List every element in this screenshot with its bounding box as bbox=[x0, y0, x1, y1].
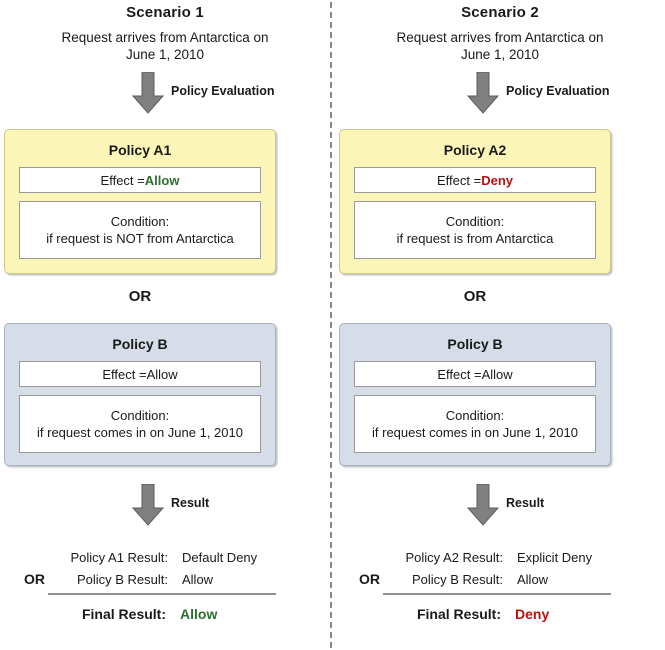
result-arrow-1: Result bbox=[131, 484, 209, 526]
policy-a1-effect-prefix: Effect = bbox=[100, 172, 145, 188]
policy-a1-condition-line2: if request is NOT from Antarctica bbox=[46, 231, 234, 246]
policy-b-effect-value-2: Allow bbox=[481, 366, 513, 382]
result-divider-2 bbox=[383, 593, 611, 595]
policy-a1-condition: Condition: if request is NOT from Antarc… bbox=[19, 201, 261, 259]
policy-a2-title: Policy A2 bbox=[443, 142, 507, 158]
policy-b-condition-line1-1: Condition: bbox=[110, 408, 170, 423]
policy-b-effect-prefix-1: Effect = bbox=[102, 366, 147, 382]
result-row2-label-1: Policy B Result: bbox=[76, 571, 168, 587]
scenario-1-title: Scenario 1 bbox=[126, 4, 204, 21]
policy-a1-effect-value: Allow bbox=[144, 172, 180, 188]
policy-evaluation-arrow-1: Policy Evaluation bbox=[131, 72, 275, 114]
result-row1-value-2: Explicit Deny bbox=[517, 549, 593, 565]
policy-a2-condition-line1: Condition: bbox=[445, 214, 505, 229]
or-operator-2: OR bbox=[463, 288, 487, 305]
policy-a1-effect: Effect = Allow bbox=[19, 167, 261, 193]
final-result-value-2: Deny bbox=[515, 606, 550, 622]
policy-a1-condition-line1: Condition: bbox=[110, 214, 170, 229]
policy-b-condition-line1-2: Condition: bbox=[445, 408, 505, 423]
result-row: OR Policy B Result: Allow bbox=[22, 568, 290, 590]
policy-a2-effect-prefix: Effect = bbox=[436, 172, 482, 188]
policy-a2-effect-value: Deny bbox=[481, 172, 513, 188]
policy-b-effect-2: Effect = Allow bbox=[354, 361, 596, 387]
final-result-label-2: Final Result: bbox=[416, 606, 501, 622]
result-summary-1: Policy A1 Result: Default Deny OR Policy… bbox=[22, 546, 290, 628]
result-row2-value-1: Allow bbox=[182, 571, 214, 587]
policy-b-box-1: Policy B Effect = Allow Condition: if re… bbox=[4, 323, 276, 466]
result-label-1: Result bbox=[171, 496, 210, 510]
result-row: Policy A1 Result: Default Deny bbox=[22, 546, 290, 568]
final-result-label-1: Final Result: bbox=[81, 606, 166, 622]
policy-b-condition-2: Condition: if request comes in on June 1… bbox=[354, 395, 596, 453]
policy-b-effect-value-1: Allow bbox=[146, 366, 178, 382]
policy-evaluation-label-2: Policy Evaluation bbox=[506, 84, 610, 98]
policy-a2-effect: Effect = Deny bbox=[354, 167, 596, 193]
policy-a2-condition: Condition: if request is from Antarctica bbox=[354, 201, 596, 259]
result-row: Policy A2 Result: Explicit Deny bbox=[357, 546, 625, 568]
scenario-2-title: Scenario 2 bbox=[461, 4, 539, 21]
final-result-row-1: Final Result: Allow bbox=[22, 600, 290, 628]
policy-evaluation-label-1: Policy Evaluation bbox=[171, 84, 275, 98]
final-result-row-2: Final Result: Deny bbox=[357, 600, 625, 628]
policy-a1-title: Policy A1 bbox=[108, 142, 172, 158]
result-label-2: Result bbox=[506, 496, 545, 510]
scenario-1-column: Scenario 1 Request arrives from Antarcti… bbox=[0, 0, 330, 650]
result-row1-label-2: Policy A2 Result: bbox=[405, 549, 503, 565]
result-or-operator-2: OR bbox=[359, 571, 380, 587]
result-row1-label-1: Policy A1 Result: bbox=[70, 549, 168, 565]
result-row2-value-2: Allow bbox=[517, 571, 549, 587]
policy-evaluation-arrow-2: Policy Evaluation bbox=[466, 72, 610, 114]
policy-b-condition-1: Condition: if request comes in on June 1… bbox=[19, 395, 261, 453]
result-summary-2: Policy A2 Result: Explicit Deny OR Polic… bbox=[357, 546, 625, 628]
scenario-divider bbox=[330, 2, 332, 648]
policy-b-title-1: Policy B bbox=[112, 336, 168, 352]
scenario-2-column: Scenario 2 Request arrives from Antarcti… bbox=[335, 0, 665, 650]
or-operator-1: OR bbox=[128, 288, 152, 305]
policy-b-condition-line2-2: if request comes in on June 1, 2010 bbox=[372, 425, 578, 440]
final-result-value-1: Allow bbox=[180, 606, 218, 622]
result-row: OR Policy B Result: Allow bbox=[357, 568, 625, 590]
result-row2-label-2: Policy B Result: bbox=[411, 571, 503, 587]
result-or-operator-1: OR bbox=[24, 571, 45, 587]
result-arrow-2: Result bbox=[466, 484, 544, 526]
policy-a2-condition-line2: if request is from Antarctica bbox=[396, 231, 554, 246]
policy-b-effect-1: Effect = Allow bbox=[19, 361, 261, 387]
policy-a1-box: Policy A1 Effect = Allow Condition: if r… bbox=[4, 129, 276, 274]
policy-b-title-2: Policy B bbox=[447, 336, 503, 352]
result-row1-value-1: Default Deny bbox=[182, 549, 258, 565]
policy-a2-box: Policy A2 Effect = Deny Condition: if re… bbox=[339, 129, 611, 274]
policy-b-box-2: Policy B Effect = Allow Condition: if re… bbox=[339, 323, 611, 466]
policy-b-effect-prefix-2: Effect = bbox=[437, 366, 482, 382]
policy-b-condition-line2-1: if request comes in on June 1, 2010 bbox=[37, 425, 243, 440]
result-divider-1 bbox=[48, 593, 276, 595]
